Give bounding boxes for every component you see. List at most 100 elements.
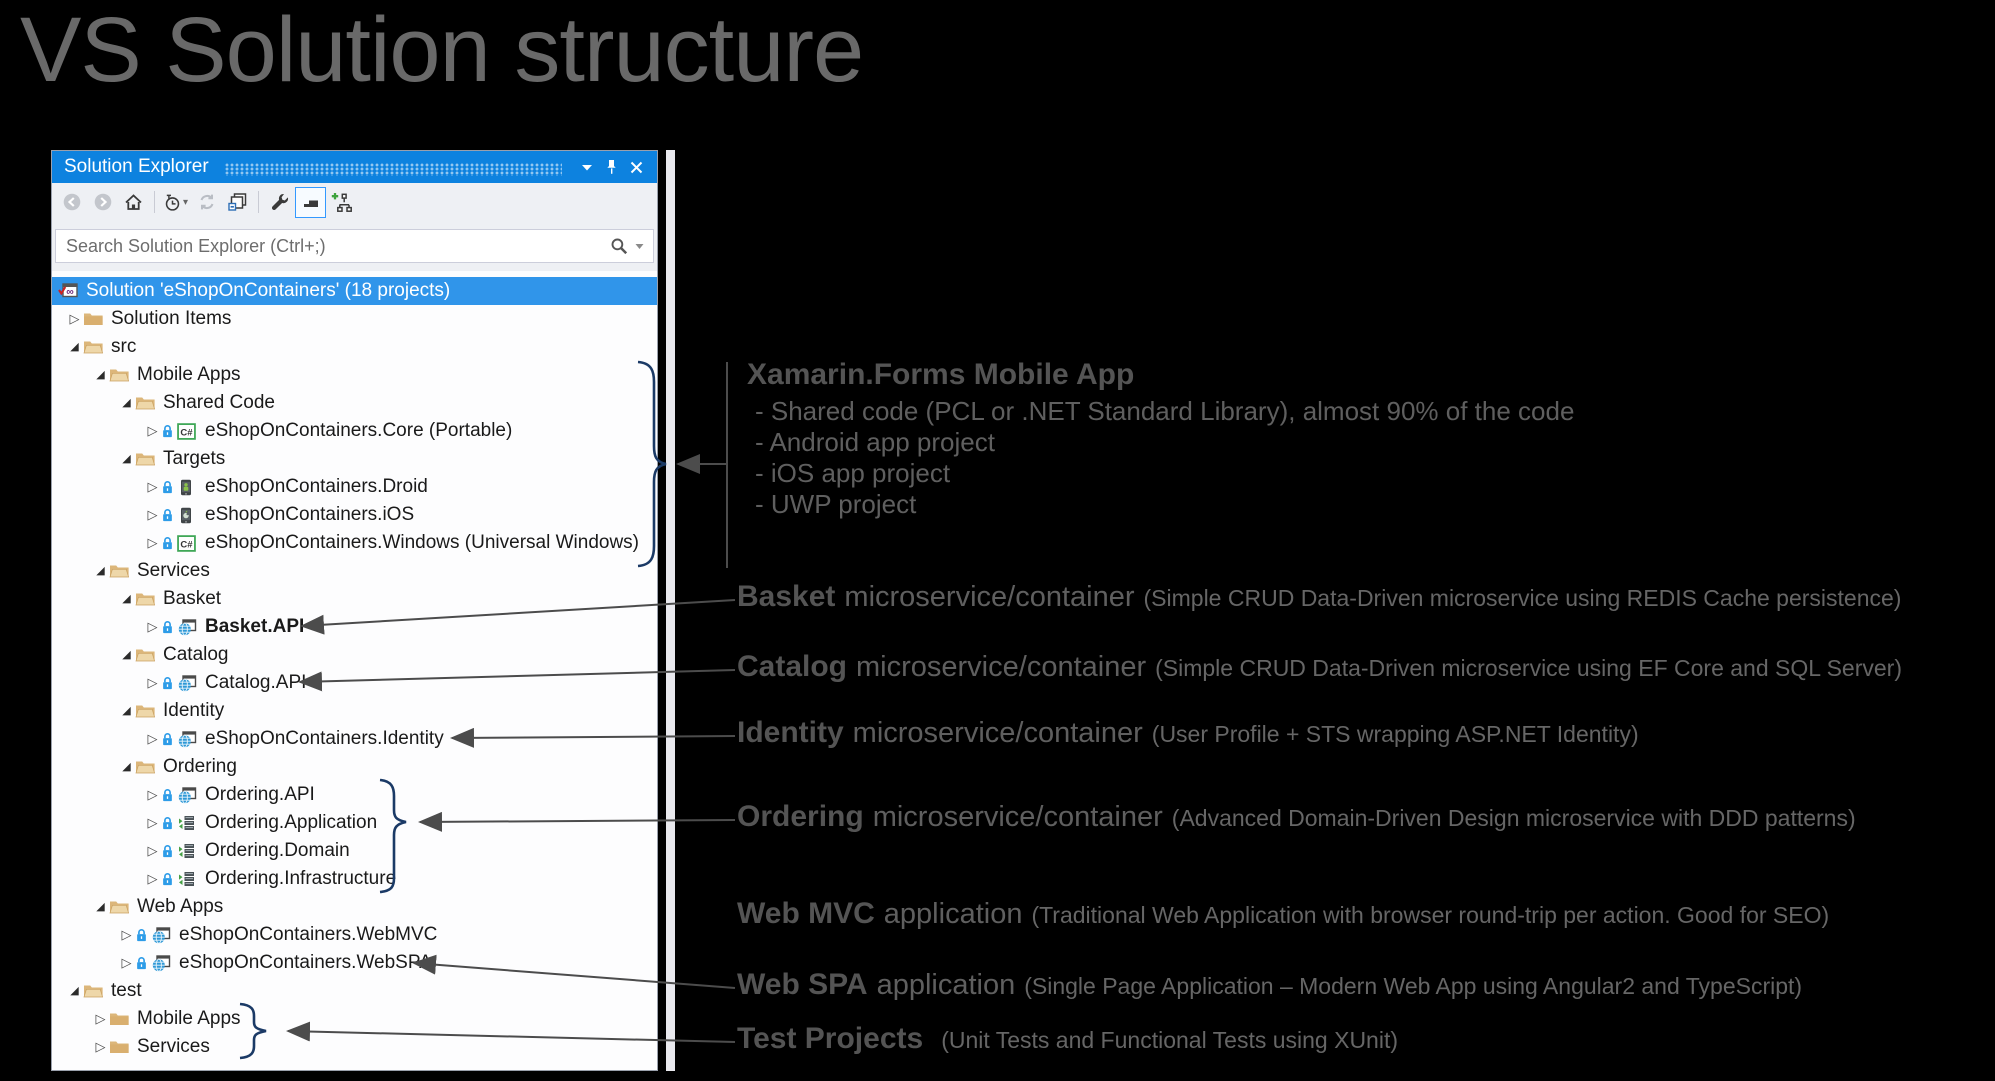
- close-button[interactable]: [624, 155, 649, 179]
- tree-item-services[interactable]: ◢Services: [52, 557, 657, 585]
- properties-button[interactable]: [264, 187, 295, 218]
- collapse-all-button[interactable]: [222, 187, 253, 218]
- collapse-arrow-icon[interactable]: ◢: [122, 705, 131, 717]
- expand-arrow-icon[interactable]: ▷: [147, 423, 158, 438]
- panel-title: Solution Explorer: [64, 156, 209, 177]
- svg-text:C#: C#: [180, 539, 193, 550]
- tree-item-ordering[interactable]: ◢Ordering: [52, 753, 657, 781]
- tree-item-basket-api[interactable]: ▷ Basket.API: [52, 613, 657, 641]
- expand-arrow-icon[interactable]: ▷: [147, 787, 158, 802]
- tree-item-ordering-api[interactable]: ▷ Ordering.API: [52, 781, 657, 809]
- tree-item-basket[interactable]: ◢Basket: [52, 585, 657, 613]
- tree-item-ordering-infrastructure[interactable]: ▷Ordering.Infrastructure: [52, 865, 657, 893]
- forward-button[interactable]: [87, 187, 118, 218]
- search-controls[interactable]: [606, 237, 653, 255]
- expand-arrow-icon[interactable]: ▷: [147, 843, 158, 858]
- tree-item-solution-items[interactable]: ▷ Solution Items: [52, 305, 657, 333]
- back-button[interactable]: [56, 187, 87, 218]
- home-button[interactable]: [118, 187, 149, 218]
- tree-item-mobile-apps[interactable]: ▷Mobile Apps: [52, 1005, 657, 1033]
- ios-icon: [177, 507, 199, 524]
- collapse-arrow-icon[interactable]: ◢: [96, 901, 105, 913]
- collapse-arrow-icon[interactable]: ◢: [122, 453, 131, 465]
- pin-button[interactable]: [599, 155, 624, 179]
- annotation-paren: (Traditional Web Application with browse…: [1031, 902, 1830, 928]
- web-icon: [177, 730, 199, 748]
- tree-item-eshoponcontainers-droid[interactable]: ▷eShopOnContainers.Droid: [52, 473, 657, 501]
- expand-arrow-icon[interactable]: ▷: [147, 619, 158, 634]
- tree-item-services[interactable]: ▷Services: [52, 1033, 657, 1061]
- tree-item-test[interactable]: ◢ test: [52, 977, 657, 1005]
- tree-item-catalog[interactable]: ◢Catalog: [52, 641, 657, 669]
- tree-item-label: Ordering.Domain: [205, 840, 350, 861]
- lock-icon: [161, 815, 177, 831]
- sync-button[interactable]: [191, 187, 222, 218]
- lock-icon: [135, 955, 151, 971]
- collapse-arrow-icon[interactable]: ◢: [70, 341, 79, 353]
- expand-arrow-icon[interactable]: ▷: [147, 731, 158, 746]
- tree-item-eshoponcontainers-windows-universal-windows[interactable]: ▷C#eShopOnContainers.Windows (Universal …: [52, 529, 657, 557]
- tree-item-label: Ordering.Application: [205, 812, 378, 833]
- annotation-bullet: - Shared code (PCL or .NET Standard Libr…: [755, 396, 1575, 426]
- tree-item-targets[interactable]: ◢Targets: [52, 445, 657, 473]
- expand-arrow-icon[interactable]: ▷: [95, 1039, 106, 1054]
- solution-explorer-panel: Solution Explorer ▾: [51, 150, 658, 1071]
- tree-item-label: Shared Code: [163, 392, 275, 413]
- collapse-arrow-icon[interactable]: ◢: [70, 985, 79, 997]
- tree-item-solution-eshoponcontainers-18-projects[interactable]: ∞Solution 'eShopOnContainers' (18 projec…: [52, 277, 657, 305]
- forward-icon: [94, 193, 111, 211]
- add-new-view-button[interactable]: [326, 187, 357, 218]
- annotation-bold: Ordering: [737, 800, 864, 833]
- expand-arrow-icon[interactable]: ▷: [147, 479, 158, 494]
- annotation-mid: microservice/container: [872, 801, 1163, 833]
- expand-arrow-icon[interactable]: ▷: [121, 955, 132, 970]
- tree-item-label: Web Apps: [137, 896, 224, 917]
- expand-arrow-icon[interactable]: ▷: [147, 675, 158, 690]
- collapse-arrow-icon[interactable]: ◢: [122, 649, 131, 661]
- tree-item-eshoponcontainers-ios[interactable]: ▷eShopOnContainers.iOS: [52, 501, 657, 529]
- lock-icon: [161, 619, 177, 635]
- expand-arrow-icon[interactable]: ▷: [147, 535, 158, 550]
- collapse-arrow-icon[interactable]: ◢: [122, 761, 131, 773]
- tree-item-mobile-apps[interactable]: ◢Mobile Apps: [52, 361, 657, 389]
- tree-item-src[interactable]: ◢src: [52, 333, 657, 361]
- pending-changes-filter-button[interactable]: ▾: [160, 187, 191, 218]
- collapse-arrow-icon[interactable]: ◢: [122, 593, 131, 605]
- tree-item-eshoponcontainers-webspa[interactable]: ▷eShopOnContainers.WebSPA: [52, 949, 657, 977]
- collapse-arrow-icon[interactable]: ◢: [96, 369, 105, 381]
- tree-item-label: test: [111, 980, 142, 1001]
- expand-arrow-icon[interactable]: ▷: [147, 815, 158, 830]
- titlebar-drag-grip[interactable]: [224, 162, 562, 176]
- expand-arrow-icon[interactable]: ▷: [95, 1011, 106, 1026]
- tree-item-label: Ordering.API: [205, 784, 315, 805]
- collapse-arrow-icon[interactable]: ◢: [96, 565, 105, 577]
- collapse-arrow-icon[interactable]: ◢: [122, 397, 131, 409]
- tree-item-label: Basket.API: [205, 616, 305, 637]
- home-icon: [125, 194, 142, 210]
- search-box: [55, 229, 654, 263]
- expand-arrow-icon[interactable]: ▷: [121, 927, 132, 942]
- tree-item-eshoponcontainers-core-portable[interactable]: ▷C#eShopOnContainers.Core (Portable): [52, 417, 657, 445]
- tree-item-web-apps[interactable]: ◢ Web Apps: [52, 893, 657, 921]
- search-input[interactable]: [56, 235, 606, 257]
- expand-arrow-icon[interactable]: ▷: [69, 311, 80, 326]
- tree-item-identity[interactable]: ◢Identity: [52, 697, 657, 725]
- annotation-bold: Catalog: [737, 650, 848, 683]
- tree-item-ordering-application[interactable]: ▷ Ordering.Application: [52, 809, 657, 837]
- expand-arrow-icon[interactable]: ▷: [147, 871, 158, 886]
- slide-title: VS Solution structure: [20, 0, 864, 101]
- window-position-button[interactable]: [574, 155, 599, 179]
- tree-item-ordering-domain[interactable]: ▷ Ordering.Domain: [52, 837, 657, 865]
- expand-arrow-icon[interactable]: ▷: [147, 507, 158, 522]
- preview-selected-items-toggle[interactable]: [295, 186, 326, 218]
- tree-item-label: Solution Items: [111, 308, 232, 329]
- tree-item-eshoponcontainers-webmvc[interactable]: ▷eShopOnContainers.WebMVC: [52, 921, 657, 949]
- tree-item-eshoponcontainers-identity[interactable]: ▷eShopOnContainers.Identity: [52, 725, 657, 753]
- web-icon: [177, 618, 199, 636]
- tree-item-shared-code[interactable]: ◢ Shared Code: [52, 389, 657, 417]
- tree-item-catalog-api[interactable]: ▷Catalog.API: [52, 669, 657, 697]
